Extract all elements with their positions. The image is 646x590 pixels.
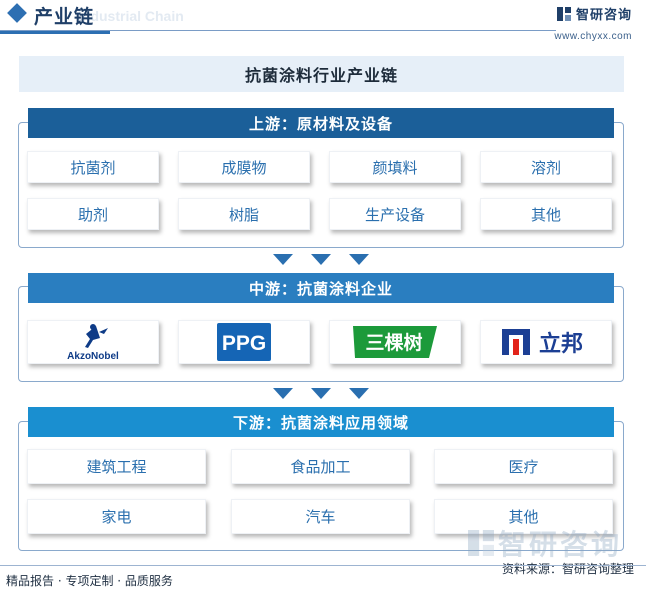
watermark-brand: 智研咨询	[468, 523, 622, 563]
downstream-item: 医疗	[434, 449, 613, 484]
upstream-item: 溶剂	[480, 151, 612, 183]
akzonobel-logo: AkzoNobel	[27, 320, 159, 364]
downstream-item: 其他	[434, 499, 613, 534]
upstream-item: 抗菌剂	[27, 151, 159, 183]
ppg-logo: PPG	[178, 320, 310, 364]
upstream-item: 其他	[480, 198, 612, 230]
header-divider	[0, 30, 556, 31]
akzonobel-logo-icon: AkzoNobel	[67, 324, 119, 362]
watermark-logo-icon	[468, 530, 494, 556]
downstream-heading: 下游：抗菌涂料应用领域	[28, 407, 614, 437]
header-accent-bar	[0, 31, 110, 34]
brand-name: 智研咨询	[575, 8, 632, 23]
ppg-logo-text: PPG	[222, 332, 266, 355]
downstream-item: 建筑工程	[27, 449, 206, 484]
akzonobel-logo-text: AkzoNobel	[67, 351, 119, 362]
nippon-paint-logo-text: 立邦	[539, 331, 583, 357]
flow-arrows-1	[273, 254, 369, 265]
source-note: 资料来源：智研咨询整理	[501, 562, 634, 576]
flow-arrows-2	[273, 388, 369, 399]
brand-logo-icon	[556, 6, 571, 21]
sankeshu-logo-icon: 三棵树	[353, 326, 437, 358]
arrow-down-icon	[273, 388, 293, 399]
upstream-item: 颜填料	[329, 151, 461, 183]
downstream-item: 家电	[27, 499, 206, 534]
watermark-text: 智研咨询	[498, 528, 623, 561]
downstream-item: 汽车	[231, 499, 410, 534]
midstream-heading: 中游：抗菌涂料企业	[28, 273, 614, 303]
brand-block: 智研咨询 www.chyxx.com	[554, 4, 632, 42]
chain-title: 抗菌涂料行业产业链	[19, 56, 624, 92]
upstream-item: 树脂	[178, 198, 310, 230]
ppg-logo-icon: PPG	[217, 323, 271, 361]
header-title: 产业链	[34, 6, 95, 28]
sankeshu-logo-text: 三棵树	[365, 331, 422, 354]
arrow-down-icon	[349, 254, 369, 265]
arrow-down-icon	[311, 388, 331, 399]
upstream-item: 成膜物	[178, 151, 310, 183]
downstream-item: 食品加工	[231, 449, 410, 484]
header-watermark-en: Industrial Chain	[78, 8, 184, 24]
footer-divider	[0, 565, 646, 566]
arrow-down-icon	[311, 254, 331, 265]
upstream-heading: 上游：原材料及设备	[28, 108, 614, 138]
sankeshu-logo: 三棵树	[329, 320, 461, 364]
arrow-down-icon	[349, 388, 369, 399]
upstream-item: 生产设备	[329, 198, 461, 230]
upstream-item: 助剂	[27, 198, 159, 230]
nippon-paint-logo-icon: 立邦	[502, 329, 583, 357]
arrow-down-icon	[273, 254, 293, 265]
footer-slogan: 精品报告 · 专项定制 · 品质服务	[6, 574, 173, 588]
diamond-icon	[7, 3, 27, 23]
nippon-paint-logo: 立邦	[480, 320, 612, 364]
page-header: Industrial Chain 产业链 智研咨询 www.chyxx.com	[0, 0, 646, 42]
brand-url: www.chyxx.com	[554, 31, 632, 42]
